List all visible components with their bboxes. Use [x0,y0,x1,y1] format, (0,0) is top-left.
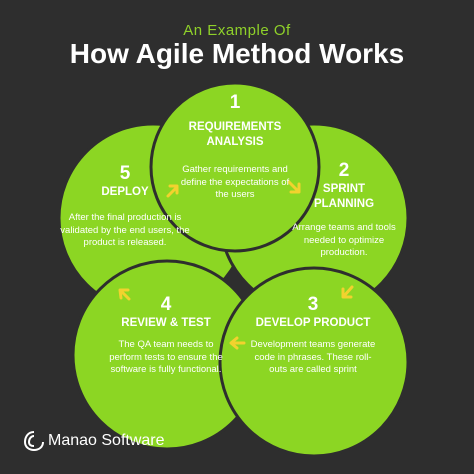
arrow-1-to-2 [287,180,301,194]
arrow-2-to-3 [341,285,354,299]
diagram-title: How Agile Method Works [69,38,405,69]
step-3: 3 DEVELOP PRODUCT Development teams gene… [250,294,376,377]
step-3-title: DEVELOP PRODUCT [255,317,371,329]
step-2-description: Arrange teams and tools needed to optimi… [292,222,396,258]
step-2-title: SPRINT PLANNING [313,183,375,210]
circle-step-1 [149,81,321,253]
step-5-title: DEPLOY [101,186,149,198]
brand-name: Manao Software [48,432,165,449]
step-4-title: REVIEW & TEST [121,317,211,329]
step-4-description: The QA team needs to perform tests to en… [109,339,223,375]
circle-step-3 [218,266,410,458]
arrow-4-to-5 [118,288,131,301]
step-1-number: 1 [229,92,241,113]
manao-logo-icon [24,431,44,452]
step-1-title: REQUIREMENTS ANALYSIS [188,121,282,148]
step-3-description: Development teams generate code in phras… [250,339,376,375]
step-2: 2 SPRINT PLANNING Arrange teams and tool… [282,160,406,260]
step-2-number: 2 [338,160,350,181]
step-3-number: 3 [307,294,319,315]
diagram-subtitle: An Example Of [183,22,291,39]
step-4: 4 REVIEW & TEST The QA team needs to per… [106,294,226,377]
step-1: 1 REQUIREMENTS ANALYSIS Gather requireme… [175,92,295,202]
arrow-3-to-4 [229,336,246,350]
brand-logo: Manao Software [24,430,165,452]
arrow-5-to-1 [166,184,179,198]
step-4-number: 4 [160,294,172,315]
step-1-description: Gather requirements and define the expec… [180,164,290,200]
step-5-description: After the final production is validated … [60,212,190,248]
step-5-number: 5 [119,163,131,184]
step-5: 5 DEPLOY After the final production is v… [60,163,190,250]
